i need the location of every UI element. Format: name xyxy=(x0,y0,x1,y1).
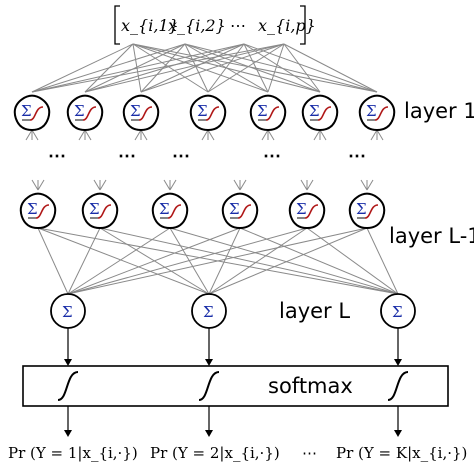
output-class-1: Pr (Y = 1|x_{i,·}) xyxy=(8,444,138,462)
svg-text:Σ: Σ xyxy=(366,102,377,120)
output-arrows xyxy=(64,328,402,437)
output-class-2: Pr (Y = 2|x_{i,·}) xyxy=(150,444,280,462)
hidden-ellipsis-1: ⋯ xyxy=(48,146,67,167)
layer-l-minus-1-label: layer L-1 xyxy=(389,224,474,248)
svg-text:Σ: Σ xyxy=(62,303,73,321)
svg-text:Σ: Σ xyxy=(229,200,240,218)
svg-text:Σ: Σ xyxy=(203,303,214,321)
ellipsis-stubs xyxy=(25,129,384,191)
layer-1-neuron: Σ xyxy=(358,94,396,132)
layer-1-neuron: Σ xyxy=(189,94,227,132)
sigmoid-curve xyxy=(198,371,220,401)
input-vector-bracket xyxy=(114,5,306,45)
svg-text:Σ: Σ xyxy=(296,200,307,218)
svg-text:Σ: Σ xyxy=(21,102,32,120)
input-x2: x_{i,2} xyxy=(168,16,226,35)
softmax-box xyxy=(22,365,449,407)
layer-l-minus-1-neuron: Σ xyxy=(288,192,326,230)
hidden-ellipsis-5: ⋯ xyxy=(348,146,367,167)
hidden-ellipsis-3: ⋯ xyxy=(172,146,191,167)
hidden-ellipsis-2: ⋯ xyxy=(118,146,137,167)
svg-text:Σ: Σ xyxy=(74,102,85,120)
svg-text:Σ: Σ xyxy=(130,102,141,120)
layer-l-label: layer L xyxy=(279,299,351,323)
svg-text:Σ: Σ xyxy=(27,200,38,218)
softmax-sigmoids xyxy=(57,371,409,401)
input-x1: x_{i,1} xyxy=(121,16,179,35)
layer-l-minus-1-neuron: Σ xyxy=(151,192,189,230)
input-ellipsis: ⋯ xyxy=(230,16,246,35)
svg-text:Σ: Σ xyxy=(89,200,100,218)
output-class-k: Pr (Y = K|x_{i,·}) xyxy=(336,444,468,462)
layer-l-minus-1-neuron: Σ xyxy=(81,192,119,230)
layer-l-neuron: Σ xyxy=(380,293,416,329)
layer-l-minus-1-neuron: Σ xyxy=(221,192,259,230)
softmax-label: softmax xyxy=(268,374,353,398)
layer-l-minus-1-neuron: Σ xyxy=(348,192,386,230)
input-xp: x_{i,p} xyxy=(258,16,316,35)
svg-text:Σ: Σ xyxy=(159,200,170,218)
connection-edges xyxy=(31,43,399,295)
svg-text:Σ: Σ xyxy=(392,303,403,321)
svg-text:Σ: Σ xyxy=(257,102,268,120)
output-ellipsis: ⋯ xyxy=(302,444,317,462)
layer-1-neuron: Σ xyxy=(249,94,287,132)
svg-text:Σ: Σ xyxy=(356,200,367,218)
layer-1-neuron: Σ xyxy=(301,94,339,132)
layer-l-neuron: Σ xyxy=(191,293,227,329)
layer-l-minus-1-neuron: Σ xyxy=(19,192,57,230)
layer-1-neuron: Σ xyxy=(122,94,160,132)
sigmoid-curve xyxy=(57,371,79,401)
neurons: Σ Σ Σ Σ Σ Σ Σ Σ Σ Σ Σ Σ Σ Σ Σ Σ xyxy=(13,94,416,329)
svg-text:Σ: Σ xyxy=(197,102,208,120)
svg-text:Σ: Σ xyxy=(309,102,320,120)
layer-1-label: layer 1 xyxy=(404,99,474,123)
sigmoid-curve xyxy=(387,371,409,401)
layer-1-neuron: Σ xyxy=(66,94,104,132)
layer-l-neuron: Σ xyxy=(50,293,86,329)
hidden-ellipsis-4: ⋯ xyxy=(263,146,282,167)
layer-1-neuron: Σ xyxy=(13,94,51,132)
